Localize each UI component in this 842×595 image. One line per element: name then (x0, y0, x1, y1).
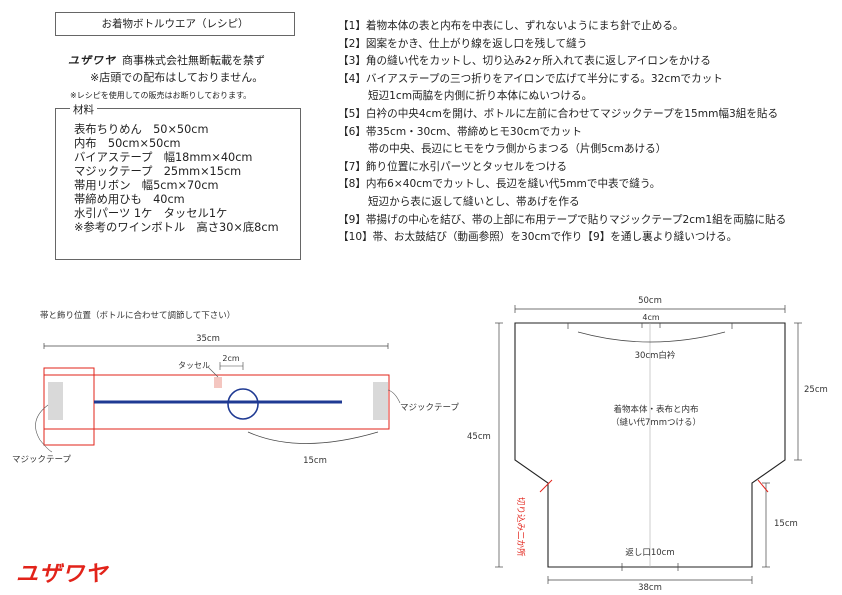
materials-title: 材料 (70, 102, 97, 117)
velcro-left (48, 382, 63, 420)
lower-height-label: 15cm (774, 519, 798, 529)
kimono-body-outline (514, 322, 786, 568)
body-label: 着物本体・表布と内布 (613, 404, 698, 415)
material-item: ※参考のワインボトル 高さ30×底8cm (74, 221, 279, 234)
belt-caption: 帯と飾り位置（ボトルに合わせて調節して下さい） (40, 310, 235, 321)
material-item: バイアステープ 幅18mm×40cm (74, 151, 253, 164)
velcro-left-leader (35, 404, 53, 453)
sales-notice: ※レシピを使用しての販売はお断りしております。 (70, 91, 252, 100)
material-item: 帯用リボン 幅5cm×70cm (74, 179, 219, 192)
total-height-label: 45cm (467, 432, 491, 442)
cut-mark-left (539, 479, 553, 493)
materials-box: 材料 表布ちりめん 50×50cm 内布 50cm×50cm バイアステープ 幅… (55, 102, 301, 260)
seam-allowance-label: （縫い代7mmつける） (611, 417, 701, 428)
top-width-label: 50cm (638, 296, 662, 306)
tassel-mark (214, 377, 222, 388)
step-item: 【3】角の縫い代をカットし、切り込み2ヶ所入れて表に返しアイロンをかける (338, 55, 711, 68)
recipe-title: お着物ボトルウエア（レシピ） (101, 18, 249, 30)
store-notice: ※店頭での配布はしておりません。 (90, 71, 264, 84)
velcro-right-label: マジックテープ (400, 403, 459, 413)
step-item: 【6】帯35cm・30cm、帯締めヒモ30cmでカット (338, 125, 582, 138)
step-item: 【4】バイアステープの三つ折りをアイロンで広げて半分にする。32cmでカット (338, 72, 723, 85)
tassel-label: タッセル (178, 361, 210, 370)
step-item-sub: 帯の中央、長辺にヒモをウラ側からまつる（片側5cmあける） (368, 143, 667, 156)
belt-knot-outline (43, 367, 95, 446)
step-item: 【1】着物本体の表と内布を中表にし、ずれないようにまち針で止める。 (338, 20, 684, 32)
material-item: マジックテープ 25mm×15cm (74, 165, 242, 178)
copyright-line: ユザワヤ商事株式会社無断転載を禁ず (68, 52, 265, 68)
step-item: 【2】図案をかき、仕上がり線を返し口を残して縫う (338, 37, 588, 50)
step-item: 【8】内布6×40cmでカットし、長辺を縫い代5mmで中表で縫う。 (338, 178, 661, 191)
step-item: 【10】帯、お太鼓結び（動画参照）を30cmで作り【9】を通し裏より縫いつける。 (338, 231, 738, 244)
upper-height-label: 25cm (804, 385, 828, 395)
collar-label: 30cm白衿 (635, 350, 676, 361)
tassel-leader (207, 366, 219, 378)
length-arc (247, 431, 379, 444)
length-label: 15cm (303, 456, 327, 466)
brand-mark: ユザワヤ (68, 54, 116, 67)
belt-width-label: 35cm (196, 334, 220, 344)
materials-list: 表布ちりめん 50×50cm 内布 50cm×50cm バイアステープ 幅18m… (74, 123, 279, 235)
velcro-right (373, 382, 388, 420)
step-item: 【5】白衿の中央4cmを開け、ボトルに左前に合わせてマジックテープを15mm幅3… (338, 107, 779, 120)
material-item: 水引パーツ 1ケ タッセル1ケ (74, 207, 228, 220)
instruction-steps: 【1】着物本体の表と内布を中表にし、ずれないようにまち針で止める。 【2】図案を… (338, 18, 786, 247)
collar-arc (577, 331, 726, 343)
material-item: 内布 50cm×50cm (74, 137, 181, 150)
opening-label: 返し口10cm (625, 547, 674, 558)
velcro-left-label: マジックテープ (12, 455, 71, 465)
cut-mark-right (757, 479, 769, 493)
step-item-sub: 短辺1cm両脇を内側に折り本体にぬいつける。 (368, 90, 593, 103)
velcro-right-leader (387, 389, 401, 404)
step-item: 【9】帯揚げの中心を結び、帯の上部に布用テープで貼りマジックテープ2cm1組を両… (338, 213, 787, 226)
bottom-width-label: 38cm (638, 583, 662, 593)
material-item: 帯締め用ひも 40cm (74, 193, 185, 206)
material-item: 表布ちりめん 50×50cm (74, 123, 209, 136)
copyright-text: 商事株式会社無断転載を禁ず (122, 54, 265, 67)
cut-label: 切り込み二か所 (515, 497, 526, 557)
decoration-circle (227, 388, 259, 420)
gap-label: 2cm (222, 354, 239, 363)
step-item: 【7】飾り位置に水引パーツとタッセルをつける (338, 160, 567, 173)
step-item-sub: 短辺から表に返して縫いとし、帯あげを作る (368, 195, 580, 208)
collar-open-label: 4cm (642, 313, 659, 322)
brand-logo: ユザワヤ (16, 562, 109, 587)
recipe-title-box: お着物ボトルウエア（レシピ） (55, 12, 295, 36)
